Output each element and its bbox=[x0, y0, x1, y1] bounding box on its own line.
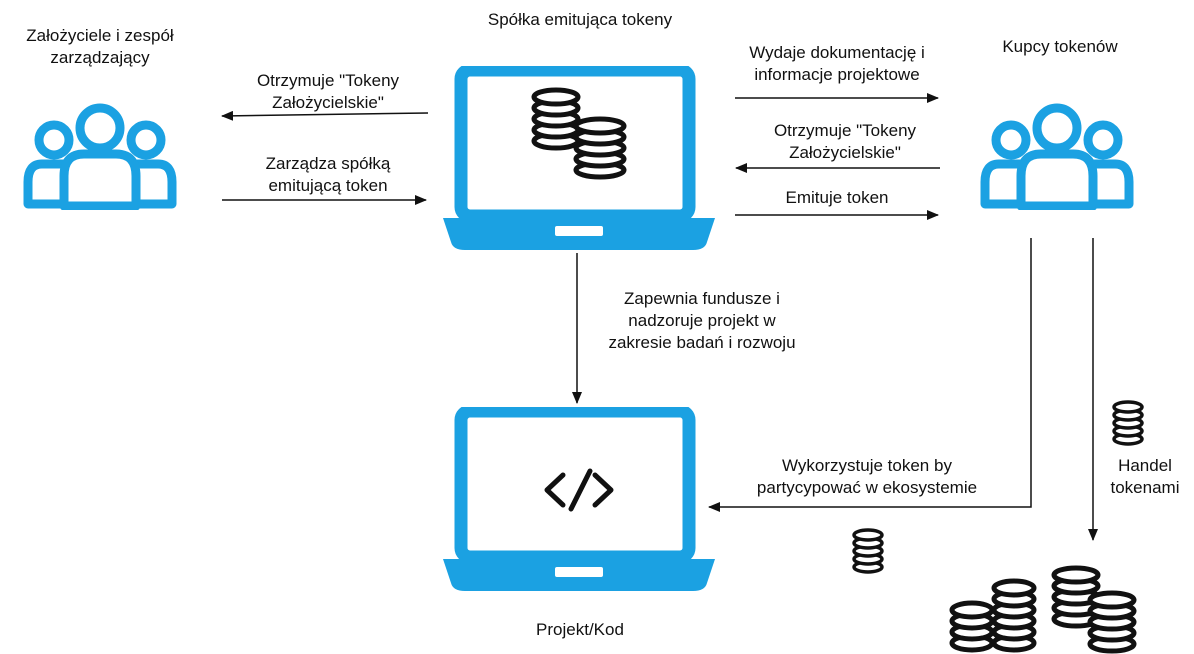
company-label: Spółka emitująca tokeny bbox=[487, 10, 673, 29]
edge-label-founders-manage: Zarządza spółką emitującą token bbox=[265, 154, 391, 195]
code-brackets-icon bbox=[544, 468, 614, 512]
edge-label-company-docs: Wydaje dokumentację i informacje projekt… bbox=[749, 43, 925, 84]
edge-label-company-issue: Emituje token bbox=[785, 188, 889, 207]
coin-stack-small-icon bbox=[852, 528, 884, 574]
project-laptop-icon bbox=[443, 407, 715, 591]
arrow-buyers-to-project bbox=[708, 238, 1032, 512]
edge-label-company-funds: Zapewnia fundusze i nadzoruje projekt w … bbox=[608, 289, 796, 352]
founders-user-group-icon bbox=[23, 103, 177, 210]
arrow-company-to-founders bbox=[221, 110, 429, 121]
founders-label: Założyciele i zespół zarządzający bbox=[26, 26, 174, 67]
edge-label-buyers-use: Wykorzystuje token by partycypować w eko… bbox=[756, 456, 978, 497]
edge-label-founders-receive: Otrzymuje "Tokeny Założycielskie" bbox=[256, 71, 400, 112]
project-label: Projekt/Kod bbox=[536, 620, 624, 639]
edge-label-buyers-trade: Handel tokenami bbox=[1110, 456, 1180, 497]
coin-stack-small-icon bbox=[1112, 400, 1144, 446]
edge-label-buyers-receive: Otrzymuje "Tokeny Założycielskie" bbox=[773, 121, 917, 162]
buyers-user-group-icon bbox=[980, 103, 1134, 210]
company-laptop-icon bbox=[443, 66, 715, 250]
buyers-label: Kupcy tokenów bbox=[1002, 37, 1118, 56]
coin-pile-icon bbox=[949, 565, 1137, 654]
coin-stack-icon bbox=[531, 87, 627, 180]
